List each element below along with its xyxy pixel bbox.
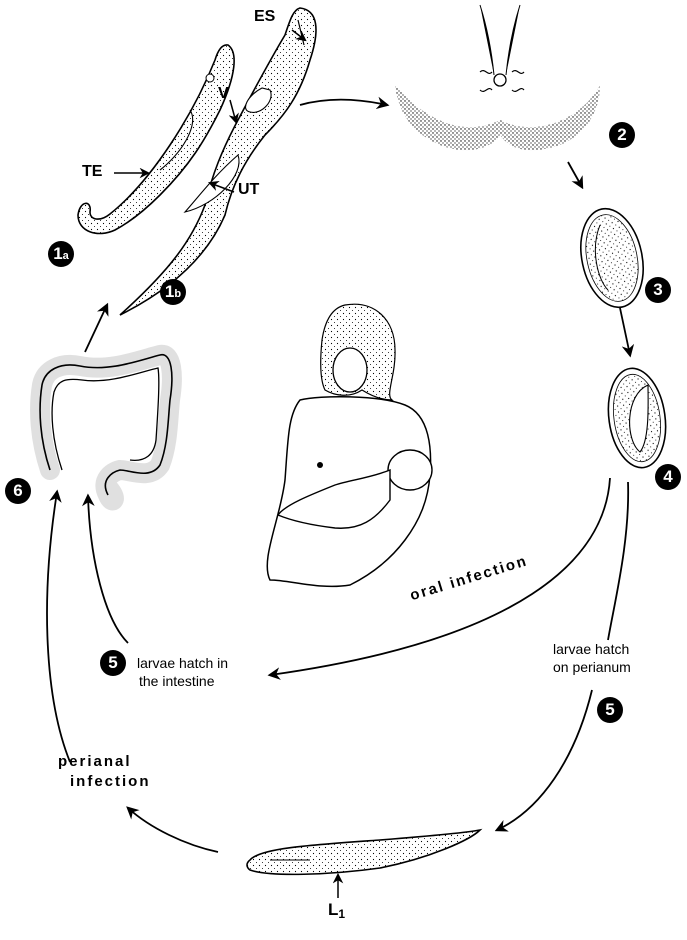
arrow-to-colon-outer	[46, 489, 71, 763]
stage-badge-5-left: 5	[100, 650, 126, 676]
label-l1: L1	[328, 900, 345, 921]
label-l1-sub: 1	[338, 907, 346, 921]
embryonated-egg-illustration	[607, 367, 667, 469]
arrow-intestine-to-colon	[82, 493, 129, 644]
label-l1-main: L	[328, 900, 339, 919]
stage-badge-5-right: 5	[597, 697, 623, 723]
arrow-oral-infection	[267, 477, 611, 680]
egg-illustration	[580, 207, 644, 309]
stage-badge-4: 4	[655, 464, 681, 490]
arrow-to-l1	[494, 689, 593, 832]
hatch-perianum-label: larvae hatch on perianum	[553, 640, 631, 676]
arrow-colon-to-1b	[84, 302, 109, 353]
hatch-intestine-line2: the intestine	[139, 673, 215, 689]
stage-badge-1a: 1a	[48, 241, 74, 267]
arrow-3-to-4	[619, 307, 635, 358]
label-pointers	[114, 29, 307, 193]
colon-illustration	[30, 344, 182, 511]
stage-badge-2: 2	[609, 122, 635, 148]
l1-larva-illustration	[246, 828, 483, 898]
perianal-line1: perianal	[58, 753, 132, 770]
label-v: V	[218, 85, 229, 102]
label-te: TE	[82, 163, 103, 180]
cycle-arrows	[46, 96, 635, 853]
perianal-infection-label: perianal infection	[58, 752, 151, 792]
stage-badge-1b: 1b	[160, 279, 186, 305]
hatch-perianum-line1: larvae hatch	[553, 641, 630, 657]
perianal-region-illustration	[395, 4, 600, 151]
arrow-hatch-perianum	[607, 481, 630, 641]
arrow-perianal-infection	[126, 806, 219, 853]
stage-badge-3: 3	[645, 277, 671, 303]
arrow-2-to-3	[567, 161, 584, 190]
hatch-intestine-label: larvae hatch in the intestine	[137, 654, 228, 690]
mother-and-child-illustration	[266, 303, 433, 588]
arrow-1b-to-2	[299, 96, 390, 110]
perianal-line2: infection	[70, 773, 151, 790]
stage-badge-6: 6	[5, 478, 31, 504]
male-worm-illustration	[77, 44, 235, 235]
hatch-perianum-line2: on perianum	[553, 659, 631, 675]
hatch-intestine-line1: larvae hatch in	[137, 655, 229, 671]
label-ut: UT	[238, 181, 260, 198]
label-es: ES	[254, 8, 276, 25]
